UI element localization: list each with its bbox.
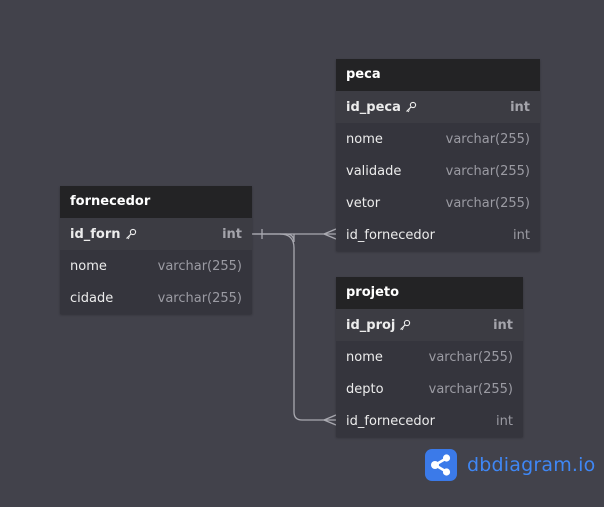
field-row[interactable]: id_peca int <box>336 91 540 123</box>
field-row[interactable]: validade varchar(255) <box>336 155 540 187</box>
field-type: varchar(255) <box>157 258 242 274</box>
table-peca[interactable]: peca id_peca int nome varchar(255) valid… <box>336 59 540 251</box>
field-type: varchar(255) <box>157 290 242 306</box>
field-type: varchar(255) <box>445 195 530 211</box>
field-name: validade <box>346 163 402 179</box>
field-row[interactable]: nome varchar(255) <box>60 250 252 282</box>
table-header-projeto[interactable]: projeto <box>336 277 523 309</box>
field-name: id_fornecedor <box>346 227 435 243</box>
field-name: id_peca <box>346 100 417 115</box>
field-type: varchar(255) <box>428 381 513 397</box>
field-row[interactable]: depto varchar(255) <box>336 373 523 405</box>
field-type: varchar(255) <box>445 131 530 147</box>
field-name: nome <box>346 131 383 147</box>
table-header-fornecedor[interactable]: fornecedor <box>60 186 252 218</box>
field-row[interactable]: id_fornecedor int <box>336 405 523 437</box>
field-name: vetor <box>346 195 381 211</box>
relationship-line-projeto[interactable] <box>279 233 336 421</box>
field-row[interactable]: id_forn int <box>60 218 252 250</box>
field-name: nome <box>346 349 383 365</box>
relationship-line-peca[interactable] <box>252 233 295 243</box>
key-icon <box>400 319 411 331</box>
field-name: cidade <box>70 290 114 306</box>
field-name: nome <box>70 258 107 274</box>
field-row[interactable]: nome varchar(255) <box>336 123 540 155</box>
field-type: varchar(255) <box>445 163 530 179</box>
field-row[interactable]: id_fornecedor int <box>336 219 540 251</box>
share-nodes-icon <box>425 449 457 481</box>
field-name: id_forn <box>70 227 137 242</box>
key-icon <box>405 101 417 113</box>
brand-name: dbdiagram.io <box>467 454 596 476</box>
field-name: id_fornecedor <box>346 413 435 429</box>
many-marker-peca <box>323 228 337 240</box>
field-type: int <box>496 413 513 429</box>
field-type: varchar(255) <box>428 349 513 365</box>
table-fornecedor[interactable]: fornecedor id_forn int nome varchar(255)… <box>60 186 252 314</box>
field-row[interactable]: cidade varchar(255) <box>60 282 252 314</box>
field-type: int <box>513 227 530 243</box>
field-type: int <box>510 99 530 115</box>
field-type: int <box>222 226 242 242</box>
field-name: id_proj <box>346 318 411 333</box>
brand-watermark[interactable]: dbdiagram.io <box>425 449 595 481</box>
field-name: depto <box>346 381 384 397</box>
field-row[interactable]: id_proj int <box>336 309 523 341</box>
key-icon <box>125 228 136 240</box>
table-projeto[interactable]: projeto id_proj int nome varchar(255) de… <box>336 277 523 437</box>
field-row[interactable]: vetor varchar(255) <box>336 187 540 219</box>
many-marker-projeto <box>323 414 337 426</box>
field-row[interactable]: nome varchar(255) <box>336 341 523 373</box>
field-type: int <box>493 317 513 333</box>
table-header-peca[interactable]: peca <box>336 59 540 91</box>
